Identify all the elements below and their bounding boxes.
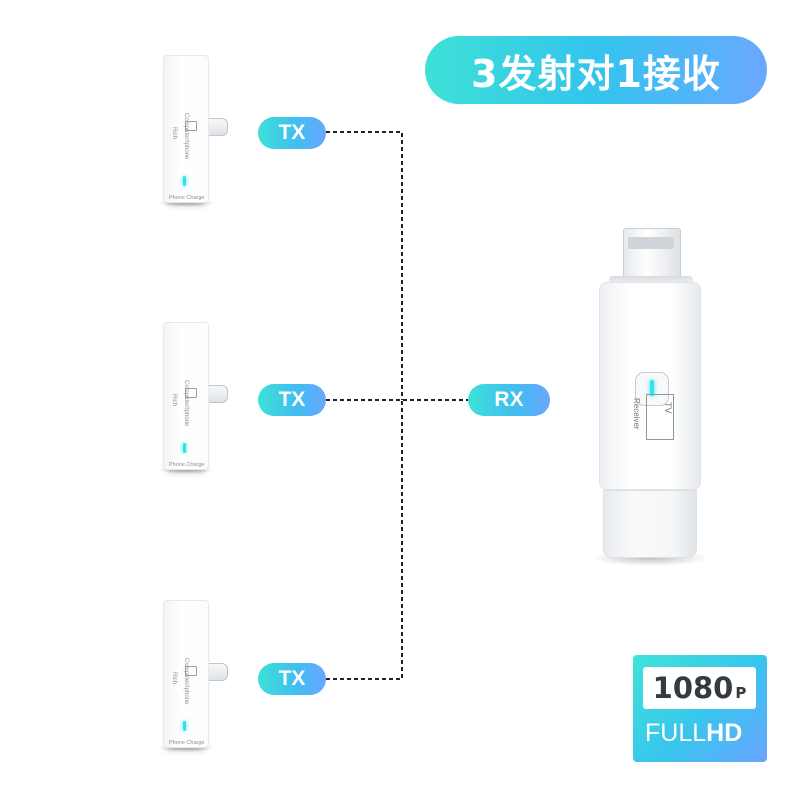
receiver-label: Receiver	[632, 398, 641, 430]
bottom-text: Phone Charge	[169, 740, 205, 746]
device-icon	[185, 121, 197, 131]
line-tx1	[326, 131, 403, 400]
hdmi-connector-icon	[623, 228, 681, 280]
status-led-icon	[183, 721, 186, 731]
transmitter-3: Computer/Iphone Rich Phone Charge	[157, 600, 228, 752]
status-led-icon	[183, 443, 186, 453]
receiver-cap	[603, 490, 697, 558]
device-shadow	[157, 466, 215, 474]
status-led-icon	[183, 176, 186, 186]
usb-c-plug	[209, 385, 228, 403]
side-text-2: Rich	[171, 127, 177, 140]
full-hd-text: FULLHD	[645, 719, 742, 748]
side-text: Computer/Iphone	[183, 113, 189, 160]
side-text-2: Rich	[171, 672, 177, 685]
pair-button	[635, 372, 669, 406]
hd-text: HD	[706, 719, 743, 747]
line-tx3	[326, 400, 403, 680]
receiver-neck	[609, 276, 693, 286]
bottom-text: Phone Charge	[169, 195, 205, 201]
resolution-text: 1080	[652, 671, 734, 705]
device-icon	[185, 666, 197, 676]
bottom-text: Phone Charge	[169, 462, 205, 468]
receiver-device: TV Receiver	[591, 228, 709, 568]
tx-pill-3: TX	[258, 663, 326, 695]
device-shadow	[157, 744, 215, 752]
side-text-2: Rich	[171, 394, 177, 407]
receiver-body	[599, 282, 701, 490]
title-pill: 3发射对1接收	[425, 36, 767, 104]
transmitter-body	[163, 600, 209, 748]
tv-label: TV	[663, 402, 673, 414]
tx-pill-2: TX	[258, 384, 326, 416]
side-text: Computer/Iphone	[183, 380, 189, 427]
side-text: Computer/Iphone	[183, 658, 189, 705]
transmitter-body	[163, 322, 209, 470]
usb-c-plug	[209, 118, 228, 136]
rx-pill: RX	[468, 384, 550, 416]
transmitter-1: Computer/Iphone Rich Phone Charge	[157, 55, 228, 207]
tx-pill-1: TX	[258, 117, 326, 149]
tv-label-box	[646, 394, 674, 440]
status-led-icon	[650, 380, 654, 396]
transmitter-body	[163, 55, 209, 203]
usb-c-plug	[209, 663, 228, 681]
device-shadow	[157, 199, 215, 207]
device-icon	[185, 388, 197, 398]
resolution-suffix: P	[735, 684, 747, 702]
full-text: FULL	[645, 719, 707, 747]
transmitter-2: Computer/Iphone Rich Phone Charge	[157, 322, 228, 474]
